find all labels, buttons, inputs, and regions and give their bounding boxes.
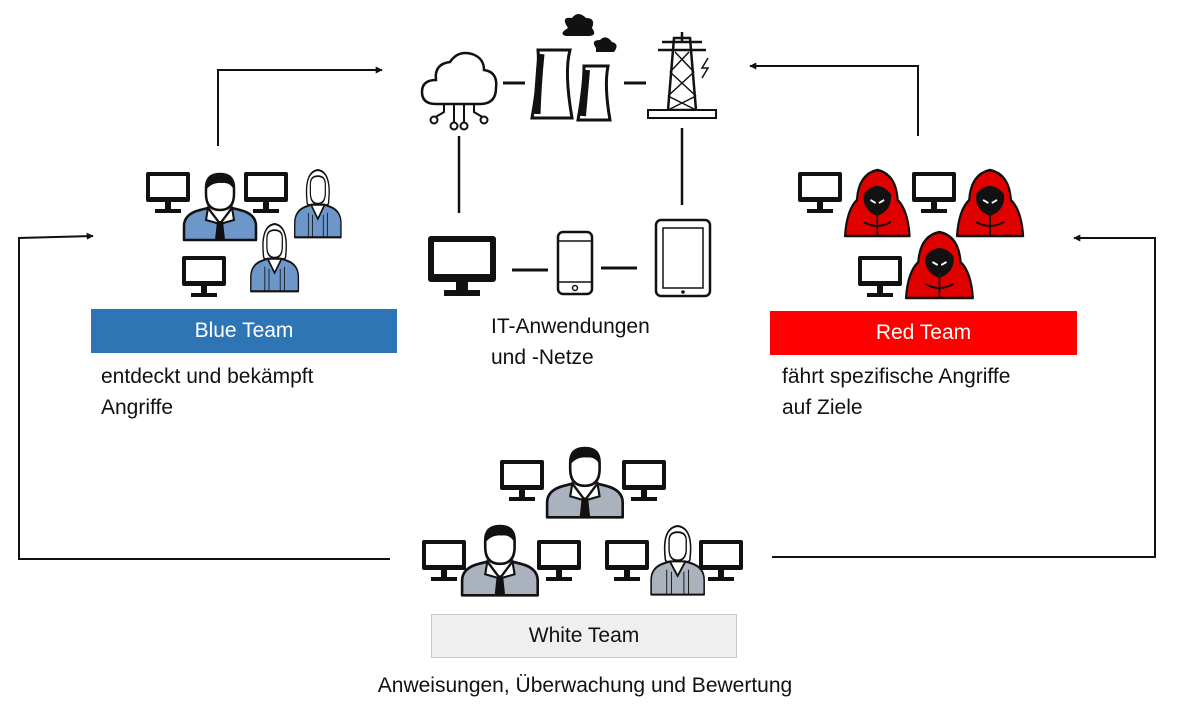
monitor-icon [182,256,226,297]
white-team-label: White Team [431,614,737,658]
it-systems-description-line: und -Netze [491,346,594,369]
flow-arrows [18,62,1156,560]
power-tower-icon [647,32,717,119]
blue-team-group [146,168,342,297]
blue-team-description-line: Angriffe [101,396,173,419]
hacker-icon [904,230,975,300]
red-team-group [798,168,1025,300]
hacker-icon [955,168,1025,238]
hacker-icon [843,168,911,238]
desktop-monitor-icon [428,236,496,296]
it-systems-description: IT-Anwendungen und -Netze [491,311,711,373]
smartphone-icon [556,230,594,296]
white-team-description: Anweisungen, Überwachung und Bewertung [377,674,793,697]
monitor-icon [798,172,842,213]
blue-team-description-line: entdeckt und bekämpft [101,365,314,388]
blue-team-label: Blue Team [91,309,397,353]
it-systems-description-line: IT-Anwendungen [491,315,650,338]
cloud-network-icon [420,51,498,131]
power-plant-icon [530,14,617,122]
monitor-icon [605,540,649,581]
monitor-icon [500,460,544,501]
red-team-label: Red Team [770,311,1077,355]
monitor-icon [537,540,581,581]
man-person-icon [545,446,625,519]
monitor-icon [858,256,902,297]
white-to-red-arrow [772,234,1156,558]
monitor-icon [422,540,466,581]
red-to-infrastructure-arrow [749,62,919,136]
woman-person-icon [249,222,300,293]
white-team-group [422,446,743,597]
monitor-icon [699,540,743,581]
monitor-icon [622,460,666,501]
monitor-icon [244,172,288,213]
blue-to-infrastructure-arrow [217,66,383,146]
red-team-description: fährt spezifische Angriffe auf Ziele [782,361,1112,423]
tablet-icon [654,218,712,298]
woman-person-icon [650,524,706,596]
red-team-description-line: auf Ziele [782,396,863,419]
infrastructure-group [420,14,717,298]
red-team-description-line: fährt spezifische Angriffe [782,365,1011,388]
monitor-icon [146,172,190,213]
white-to-blue-arrow [18,232,390,560]
monitor-icon [912,172,956,213]
blue-team-description: entdeckt und bekämpft Angriffe [101,361,401,423]
man-person-icon [460,524,540,597]
woman-person-icon [293,168,342,239]
